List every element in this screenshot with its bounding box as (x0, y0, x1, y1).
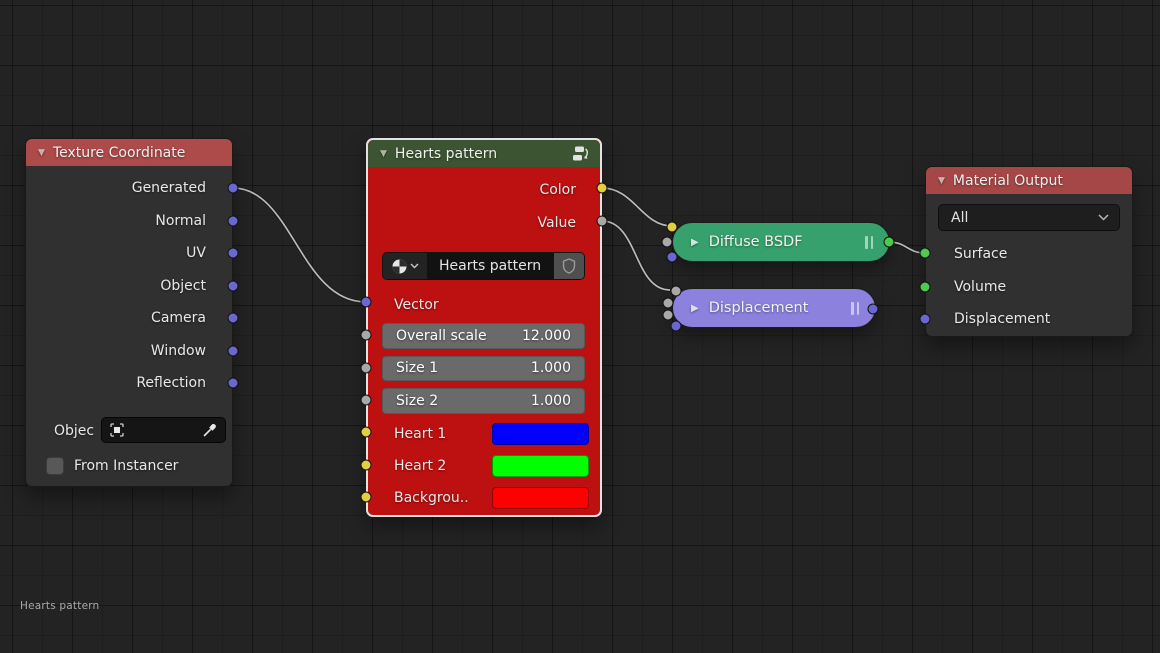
socket-size-2-input[interactable] (360, 394, 372, 405)
input-label-displacement: Displacement (954, 311, 1051, 327)
socket-heart-2-input[interactable] (360, 459, 372, 470)
output-label-camera: Camera (151, 310, 206, 327)
socket-displacement-height-input[interactable] (670, 285, 681, 296)
node-diffuse-bsdf[interactable]: ▶ Diffuse BSDF (672, 222, 890, 262)
object-picker[interactable] (101, 417, 226, 443)
socket-camera-output[interactable] (227, 312, 239, 324)
node-group-icon (573, 146, 588, 161)
socket-hearts-value-output[interactable] (596, 215, 608, 227)
node-title: Diffuse BSDF (708, 234, 803, 250)
object-data-icon (110, 423, 124, 437)
socket-heart-1-input[interactable] (360, 426, 372, 438)
output-label-window: Window (150, 342, 206, 359)
collapse-triangle-icon[interactable]: ▼ (938, 175, 945, 186)
socket-size-1-input[interactable] (360, 362, 372, 373)
input-label-heart-2: Heart 2 (394, 458, 447, 474)
socket-volume-input[interactable] (919, 281, 931, 292)
output-label-object: Object (160, 277, 206, 294)
socket-surface-input[interactable] (919, 247, 931, 259)
node-displacement[interactable]: ▶ Displacement (672, 288, 876, 328)
input-label-volume: Volume (954, 279, 1007, 295)
slider-label: Size 1 (396, 360, 439, 377)
link-generated-to-vector (232, 187, 367, 303)
socket-diffuse-bsdf-output[interactable] (883, 236, 895, 248)
node-material-output[interactable]: ▼ Material Output All Surface Volume Dis… (925, 166, 1133, 337)
input-label-heart-1: Heart 1 (394, 425, 447, 442)
node-header-material-output[interactable]: ▼ Material Output (926, 167, 1132, 194)
node-header-hearts-pattern[interactable]: ▼ Hearts pattern (368, 140, 600, 167)
input-label-vector: Vector (394, 297, 439, 313)
dropdown-value: All (951, 209, 969, 226)
link-value-to-displacement (601, 220, 671, 291)
color-swatch-heart-1[interactable] (492, 422, 589, 445)
output-label-color: Color (539, 182, 576, 198)
from-instancer-checkbox[interactable] (46, 457, 64, 475)
node-tree-breadcrumb: Hearts pattern (20, 600, 100, 612)
fake-user-toggle[interactable] (554, 253, 584, 279)
output-label-value: Value (537, 215, 576, 231)
chevron-down-icon (410, 263, 419, 269)
expand-triangle-icon[interactable]: ▶ (691, 302, 699, 314)
input-label-background: Backgrou.. (394, 490, 469, 506)
socket-hearts-color-output[interactable] (596, 182, 608, 194)
socket-displacement-midlevel-input[interactable] (662, 297, 674, 308)
node-title: Material Output (952, 172, 1063, 189)
chevron-down-icon (1098, 214, 1109, 221)
nodetree-browse-button[interactable] (383, 253, 427, 279)
node-group-name-field[interactable]: Hearts pattern (427, 253, 554, 279)
node-group-selector[interactable]: Hearts pattern (382, 252, 585, 280)
link-color-to-diffuse (601, 187, 673, 227)
node-title: Hearts pattern (394, 145, 498, 162)
slider-size-2[interactable]: Size 2 1.000 (382, 388, 585, 414)
slider-size-1[interactable]: Size 1 1.000 (382, 355, 585, 381)
slider-label: Overall scale (396, 327, 487, 344)
socket-window-output[interactable] (227, 345, 239, 356)
socket-object-output[interactable] (227, 280, 239, 291)
slider-overall-scale[interactable]: Overall scale 12.000 (382, 323, 585, 349)
output-label-normal: Normal (155, 212, 206, 229)
from-instancer-label: From Instancer (74, 458, 179, 474)
hidden-node-grip-icon (865, 235, 873, 249)
socket-background-input[interactable] (360, 491, 372, 502)
shield-icon (562, 258, 576, 274)
expand-triangle-icon[interactable]: ▶ (691, 236, 699, 248)
object-field-label: Objec (54, 423, 95, 439)
socket-displacement-normal-input[interactable] (670, 320, 681, 332)
hidden-node-grip-icon (851, 301, 859, 315)
slider-value: 1.000 (530, 360, 571, 377)
socket-hearts-vector-input[interactable] (360, 296, 372, 308)
input-label-surface: Surface (954, 246, 1008, 262)
socket-uv-output[interactable] (227, 247, 239, 259)
output-target-dropdown[interactable]: All (938, 204, 1120, 231)
nodetree-icon (392, 259, 407, 273)
socket-displacement-scale-input[interactable] (662, 309, 674, 321)
socket-reflection-output[interactable] (227, 377, 239, 389)
socket-diffuse-color-input[interactable] (666, 221, 678, 232)
collapse-triangle-icon[interactable]: ▼ (38, 147, 45, 158)
socket-generated-output[interactable] (227, 182, 239, 194)
collapse-triangle-icon[interactable]: ▼ (380, 148, 387, 159)
socket-diffuse-roughness-input[interactable] (661, 236, 672, 247)
node-texture-coordinate[interactable]: ▼ Texture Coordinate Generated Normal UV… (25, 138, 233, 487)
output-label-uv: UV (186, 245, 206, 262)
node-title: Texture Coordinate (52, 144, 186, 161)
eyedropper-icon[interactable] (202, 422, 218, 438)
socket-diffuse-normal-input[interactable] (666, 251, 677, 263)
color-swatch-heart-2[interactable] (492, 455, 589, 477)
socket-normal-output[interactable] (227, 215, 239, 226)
slider-value: 12.000 (522, 327, 571, 344)
color-swatch-background[interactable] (492, 487, 589, 509)
socket-output-displacement-input[interactable] (919, 313, 931, 324)
output-label-generated: Generated (131, 180, 206, 197)
socket-overall-scale-input[interactable] (360, 329, 372, 341)
socket-displacement-output[interactable] (867, 303, 878, 314)
node-header-texture-coordinate[interactable]: ▼ Texture Coordinate (26, 139, 232, 166)
node-hearts-pattern-group[interactable]: ▼ Hearts pattern Color Value (366, 138, 602, 517)
output-label-reflection: Reflection (136, 375, 206, 392)
slider-label: Size 2 (396, 392, 439, 409)
slider-value: 1.000 (530, 392, 571, 409)
node-title: Displacement (708, 300, 809, 316)
